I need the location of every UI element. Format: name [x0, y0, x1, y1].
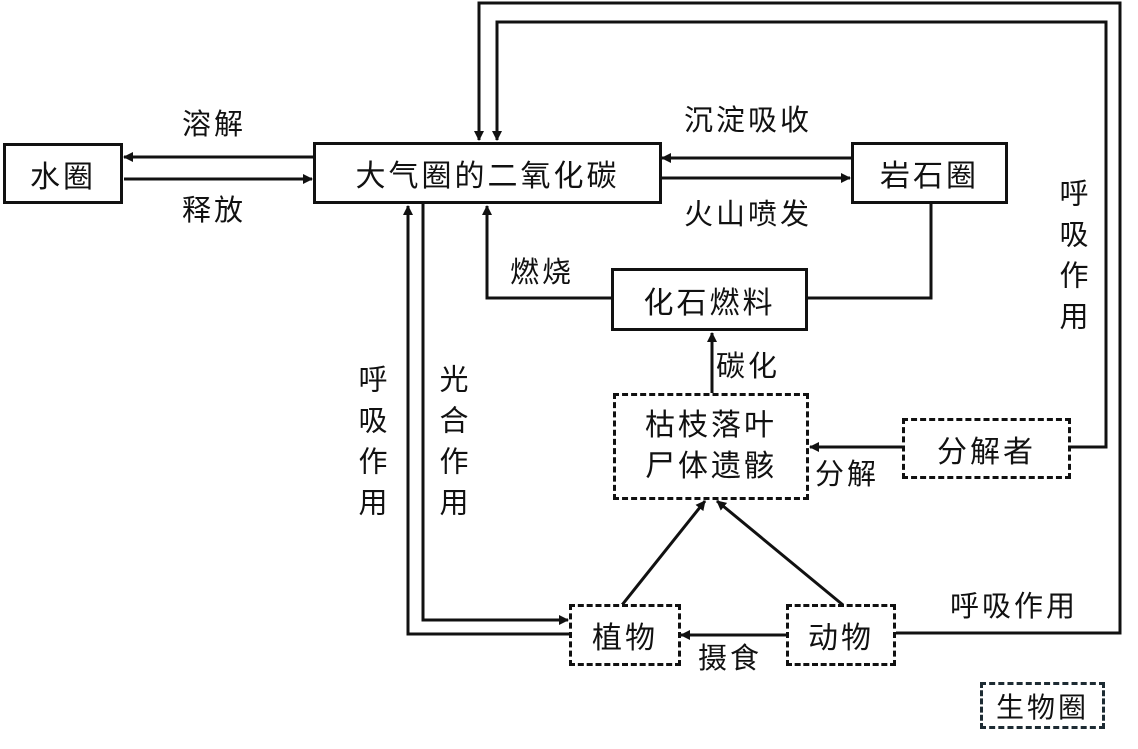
arrow-combustion: [482, 205, 612, 300]
node-litter-remains: 枯枝落叶 尸体遗骸: [613, 393, 809, 500]
legend-biosphere: 生物圈: [980, 682, 1105, 729]
node-fossil-fuel: 化石燃料: [611, 268, 808, 331]
arrow-plant-respiration: [403, 205, 570, 636]
label-dissolve: 溶解: [182, 107, 247, 141]
label-sedimentation: 沉淀吸收: [684, 103, 813, 137]
litter-line-2: 尸体遗骸: [645, 448, 777, 484]
line-lithosphere-fossil: [807, 203, 933, 300]
label-animal-respiration: 呼吸作用: [950, 589, 1079, 623]
node-lithosphere: 岩石圈: [851, 142, 1008, 204]
node-animal: 动物: [786, 604, 896, 666]
label-combustion: 燃烧: [510, 255, 575, 289]
label-plant-respiration: 呼吸作用: [354, 364, 388, 528]
label-decompose: 分解: [815, 457, 880, 491]
node-atmosphere-co2: 大气圈的二氧化碳: [313, 142, 662, 204]
label-carbonization: 碳化: [716, 349, 781, 383]
node-plant: 植物: [569, 604, 681, 666]
label-decomposer-respiration: 呼吸作用: [1055, 178, 1089, 342]
label-photosynthesis: 光合作用: [435, 364, 469, 528]
litter-line-1: 枯枝落叶: [645, 408, 777, 443]
arrow-plant-litter: [620, 500, 707, 606]
node-decomposer: 分解者: [902, 418, 1071, 479]
label-volcano: 火山喷发: [684, 197, 813, 231]
arrow-animal-respiration: [474, 1, 1122, 635]
arrow-animal-litter: [716, 499, 844, 607]
node-hydrosphere: 水圈: [3, 143, 123, 204]
arrow-decomposer-respiration: [492, 20, 1108, 449]
label-release: 释放: [182, 193, 247, 227]
arrow-photosynthesis: [421, 204, 569, 625]
label-ingestion: 摄食: [698, 641, 763, 675]
